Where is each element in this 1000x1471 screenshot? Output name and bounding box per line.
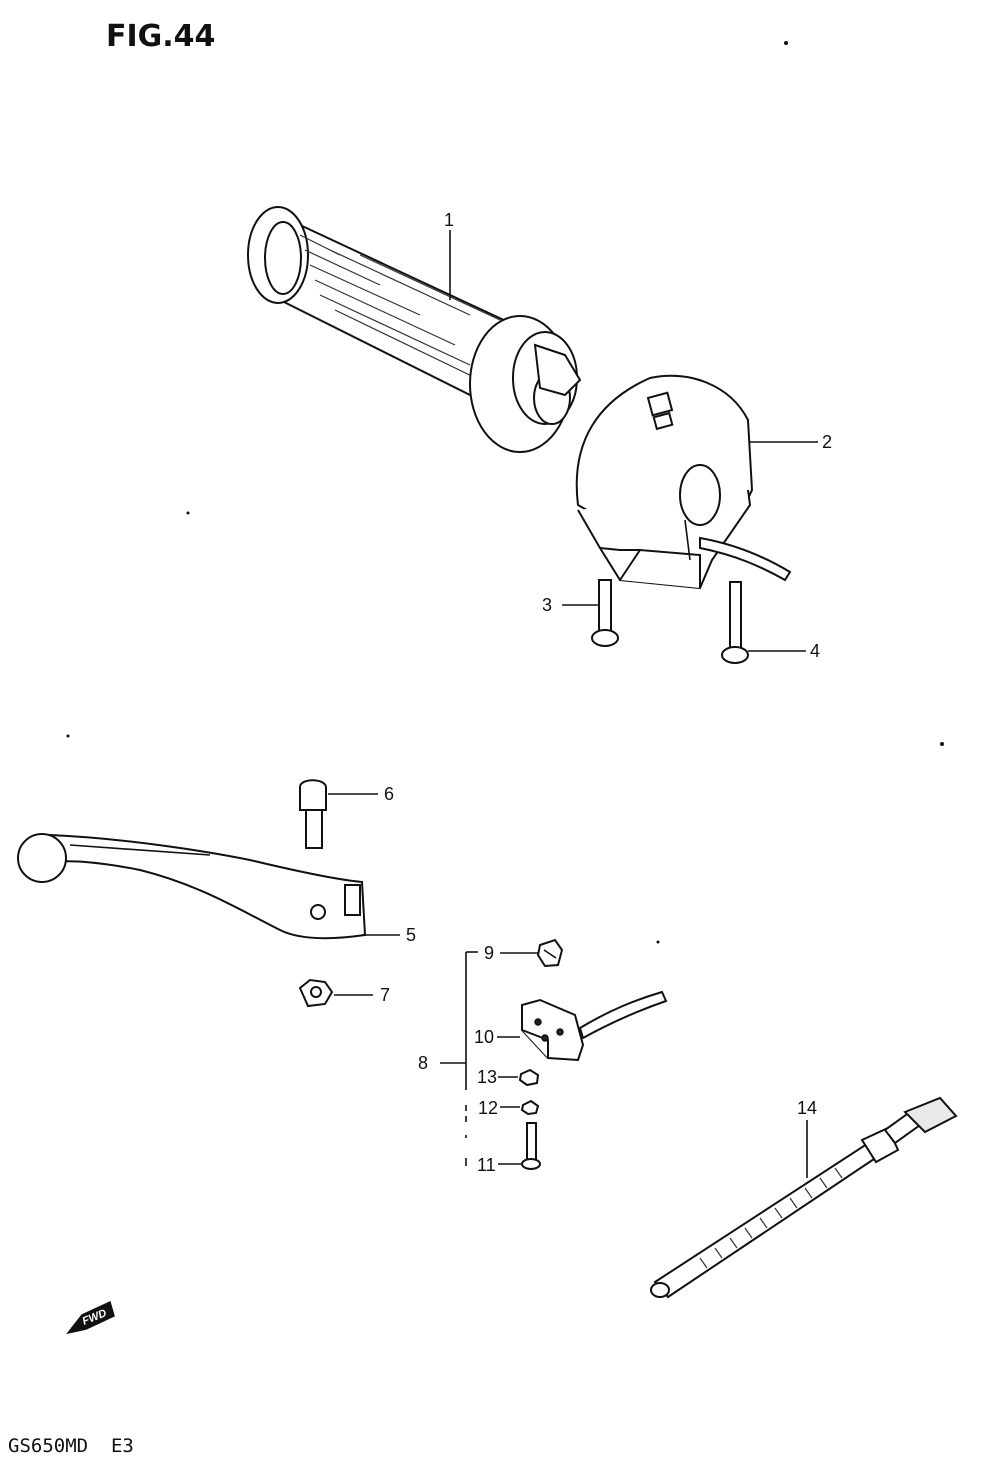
forward-direction-arrow: FWD xyxy=(66,1300,115,1335)
callout-1: 1 xyxy=(444,210,454,230)
callout-9: 9 xyxy=(484,943,494,963)
small-screw-part xyxy=(536,938,564,968)
figure-title: FIG.44 xyxy=(106,19,215,54)
washer-part xyxy=(518,1068,540,1087)
model-code: GS650MD E3 xyxy=(8,1435,134,1457)
nut-part xyxy=(298,978,334,1008)
callout-7: 7 xyxy=(380,985,390,1005)
speck xyxy=(186,511,190,515)
callout-2: 2 xyxy=(822,432,832,452)
grip-part xyxy=(247,206,582,453)
brake-switch-part xyxy=(521,990,668,1062)
callout-6: 6 xyxy=(384,784,394,804)
speck xyxy=(784,41,788,45)
speck xyxy=(656,940,660,944)
callout-12: 12 xyxy=(478,1098,498,1118)
callout-10: 10 xyxy=(474,1027,494,1047)
switch-housing-part xyxy=(575,374,792,590)
callout-11: 11 xyxy=(477,1155,496,1175)
callout-4: 4 xyxy=(810,641,820,661)
callout-8: 8 xyxy=(418,1053,428,1073)
callout-5: 5 xyxy=(406,925,416,945)
callout-14: 14 xyxy=(797,1098,817,1118)
callout-3: 3 xyxy=(542,595,552,615)
screw-short-part xyxy=(591,579,619,647)
pivot-bolt-part xyxy=(299,779,327,849)
callout-13: 13 xyxy=(477,1067,497,1087)
speck xyxy=(940,742,944,746)
speck xyxy=(66,734,70,738)
switch-screw-part xyxy=(521,1122,541,1170)
switch-assembly-bracket xyxy=(440,951,478,1166)
small-washer-part xyxy=(520,1099,540,1116)
cable-tie-part xyxy=(650,1096,958,1299)
lever-part xyxy=(17,833,367,940)
screw-long-part xyxy=(721,581,749,664)
